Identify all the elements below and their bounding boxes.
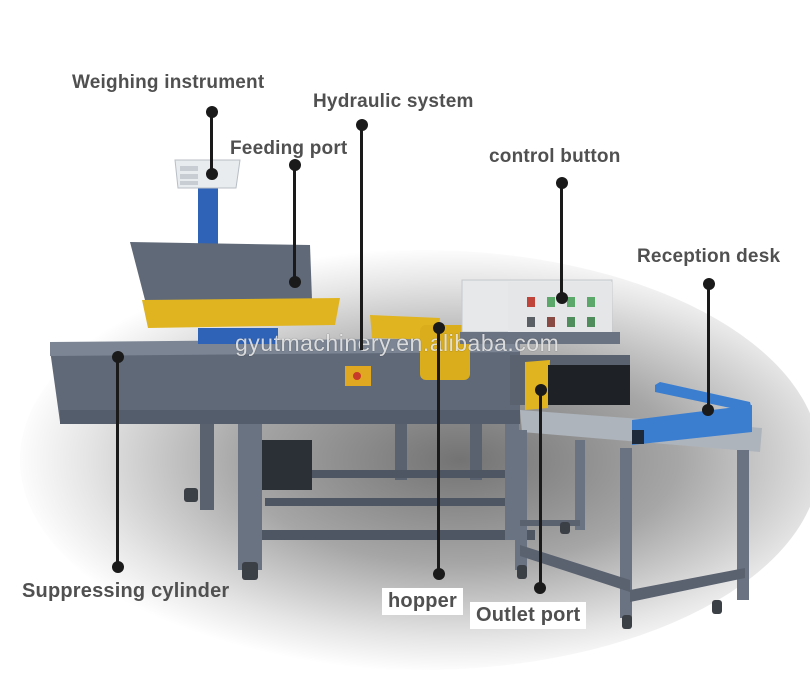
leader-line-feeding bbox=[293, 165, 296, 282]
leader-dot bbox=[112, 561, 124, 573]
label-hopper: hopper bbox=[382, 588, 463, 615]
leader-dot bbox=[289, 276, 301, 288]
label-feeding-port: Feeding port bbox=[230, 138, 348, 159]
leader-dot bbox=[356, 119, 368, 131]
leader-line-suppressing bbox=[116, 357, 119, 567]
leader-line-hopper bbox=[437, 328, 440, 574]
leader-line-reception bbox=[707, 284, 710, 410]
leader-line-hydraulic bbox=[360, 125, 363, 350]
leader-line-weighing bbox=[210, 112, 213, 174]
leader-dot bbox=[556, 292, 568, 304]
leader-line-control bbox=[560, 183, 563, 298]
label-control-button: control button bbox=[489, 146, 621, 167]
leader-line-outlet bbox=[539, 390, 542, 588]
leader-dot bbox=[703, 278, 715, 290]
label-suppressing-cylinder: Suppressing cylinder bbox=[22, 580, 230, 602]
leader-dot bbox=[534, 582, 546, 594]
leader-dot bbox=[702, 404, 714, 416]
leader-dot bbox=[433, 322, 445, 334]
leader-dot bbox=[535, 384, 547, 396]
label-weighing-instrument: Weighing instrument bbox=[72, 72, 265, 93]
leader-dot bbox=[206, 106, 218, 118]
label-hydraulic-system: Hydraulic system bbox=[313, 91, 474, 112]
label-reception-desk: Reception desk bbox=[637, 246, 781, 267]
leader-dot bbox=[433, 568, 445, 580]
leader-dot bbox=[206, 168, 218, 180]
leader-dot bbox=[289, 159, 301, 171]
watermark: gyutmachinery.en.alibaba.com bbox=[235, 330, 560, 356]
leader-dot bbox=[556, 177, 568, 189]
label-outlet-port: Outlet port bbox=[470, 602, 587, 629]
leader-dot bbox=[112, 351, 124, 363]
